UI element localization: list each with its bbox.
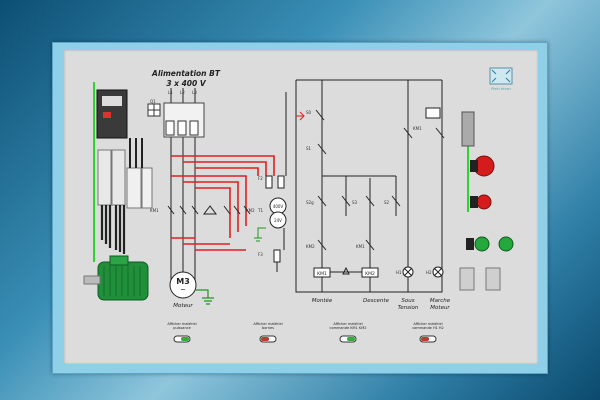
h1-label: H1 — [396, 270, 402, 275]
function-label-descente: Descente — [363, 298, 390, 304]
motor-symbol — [169, 271, 197, 299]
km2-power-label: KM2 — [246, 208, 255, 213]
svg-text:L1: L1 — [168, 90, 173, 95]
pushbutton-hardware — [459, 111, 514, 291]
f3-label: F3 — [258, 252, 263, 257]
function-label-montee: Montée — [312, 297, 333, 304]
subtitle-text: 3 x 400 V — [166, 79, 207, 88]
motor-caption: Moteur — [173, 303, 193, 309]
wiring-diagram: Alimentation BT 3 x 400 V L1 L2 L3 Q1 — [83, 67, 514, 343]
q1-label: Q1 — [150, 99, 156, 104]
transformer-primary: 400V — [273, 204, 284, 209]
control-supply: F2 T1 400V 24V F3 — [254, 92, 287, 272]
s2g-label: S2g — [306, 200, 314, 205]
svg-text:KM2: KM2 — [365, 271, 375, 277]
motor-hardware-illustration — [83, 255, 149, 301]
km-relay-label: KM1 — [413, 126, 422, 131]
svg-text:L3: L3 — [192, 90, 197, 95]
power-circuit: L1 L2 L3 Q1 KM1 KM2 M3 ~ Moteur — [147, 88, 275, 309]
t1-label: T1 — [257, 208, 263, 213]
s2-label: S2 — [384, 200, 390, 205]
schematic-panel: Alimentation BT 3 x 400 V L1 L2 L3 Q1 — [64, 50, 538, 364]
start-button-2 — [498, 236, 514, 252]
km1-power-label: KM1 — [150, 208, 159, 213]
stop-button — [476, 194, 492, 210]
fullscreen-caption: Plein écran — [491, 87, 510, 91]
control-circuit: S0 S1 S2g S3 S2 KM2 KM1 KM1 KM2 KM1 H1 H… — [295, 79, 445, 293]
transformer-secondary: 24V — [274, 218, 282, 223]
km1-control-label: KM1 — [356, 244, 365, 249]
svg-text:L2: L2 — [180, 90, 185, 95]
fullscreen-icon[interactable] — [489, 67, 513, 85]
s1-label: S1 — [306, 146, 312, 151]
contactor-hardware-illustration — [93, 82, 153, 262]
h2-label: H2 — [426, 270, 432, 275]
motor-symbol-tilde: ~ — [180, 286, 186, 294]
s3-label: S3 — [352, 200, 358, 205]
svg-text:KM1: KM1 — [317, 271, 327, 277]
s0-label: S0 — [306, 110, 312, 115]
km2-control-label: KM2 — [306, 244, 315, 249]
motor-label: M3 — [176, 277, 190, 286]
f2-label: F2 — [258, 176, 263, 181]
start-button-1 — [474, 236, 490, 252]
title-text: Alimentation BT — [151, 69, 221, 78]
